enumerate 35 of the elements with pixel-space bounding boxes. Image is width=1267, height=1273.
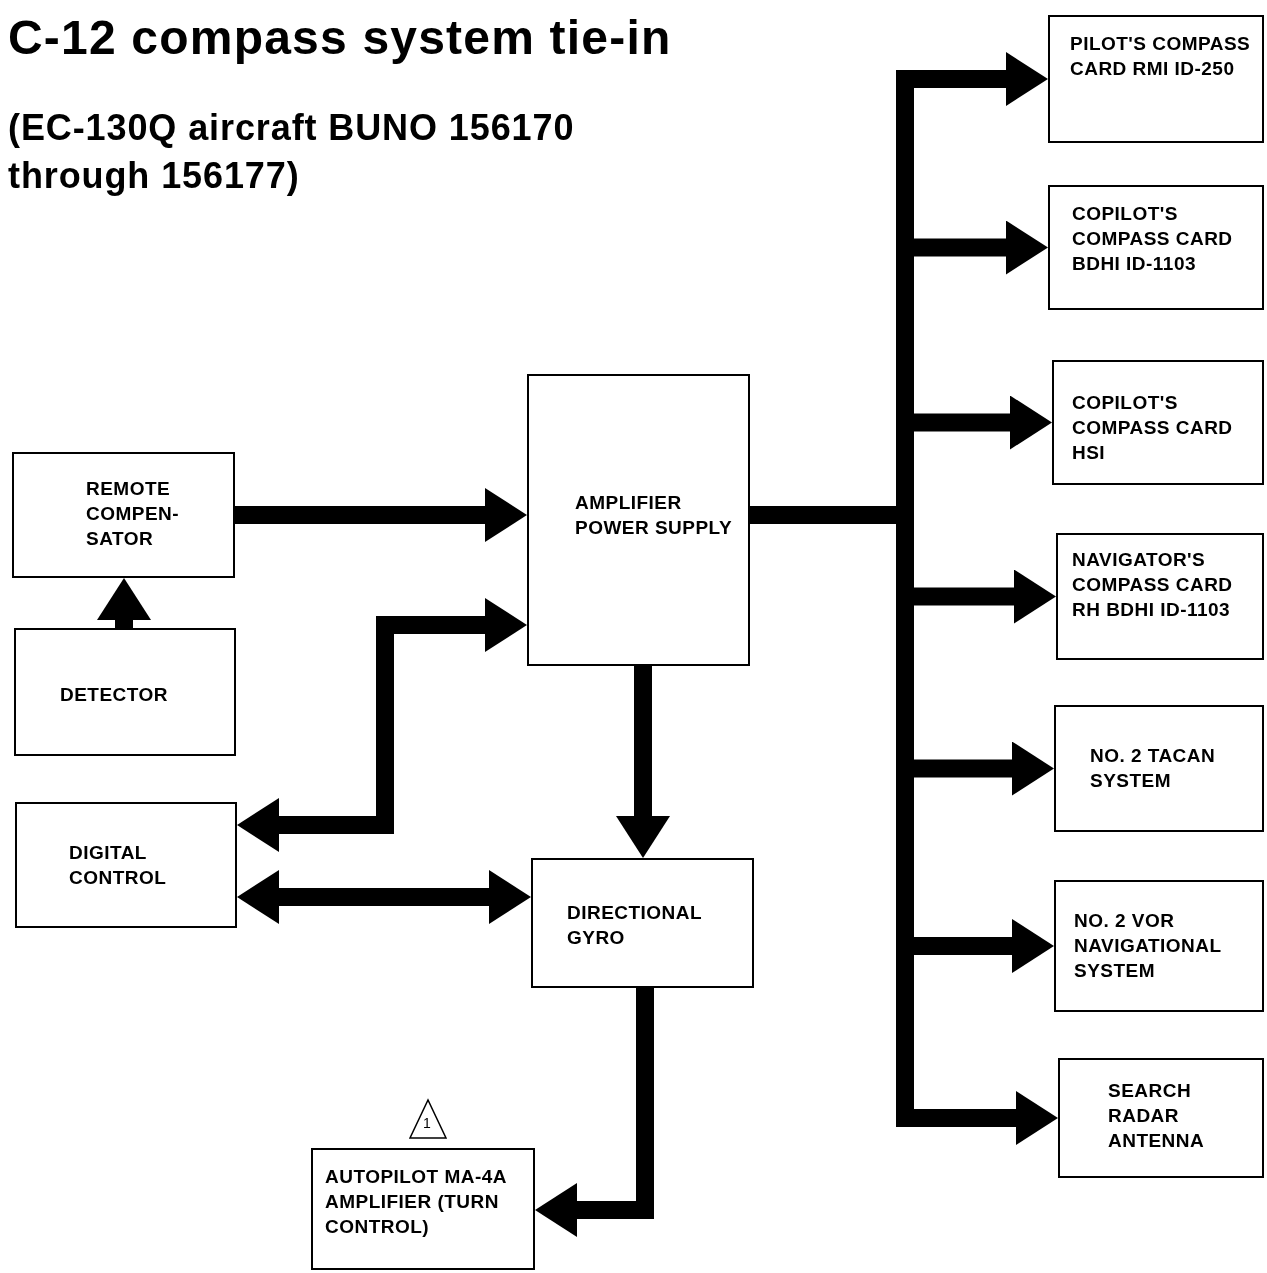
block-label: DIRECTIONAL GYRO [567,901,703,950]
title: C-12 compass system tie-in [8,14,672,62]
arrow [535,988,654,1237]
block-label: DETECTOR [60,683,169,707]
block-label: DIGITAL CONTROL [69,841,168,890]
block-box [1054,705,1264,832]
arrow [616,666,670,858]
block-box [1054,880,1264,1012]
callout-number: 1 [423,1116,431,1130]
arrow [235,488,527,542]
block-label: AUTOPILOT MA-4A AMPLIFIER (TURN CONTROL) [325,1165,508,1239]
block-box [531,858,754,988]
block-box [14,628,236,756]
block-label: NAVIGATOR'S COMPASS CARD RH BDHI ID-1103 [1072,548,1234,622]
block-label: COPILOT'S COMPASS CARD HSI [1072,391,1234,465]
block-box [1048,185,1264,310]
block-box [1056,533,1264,660]
block-box [1048,15,1264,143]
arrow [237,870,531,924]
block-label: AMPLIFIER POWER SUPPLY [575,491,734,540]
block-box [12,452,235,578]
block-box [527,374,750,666]
block-box [1052,360,1264,485]
block-box [15,802,237,928]
block-label: REMOTE COMPEN- SATOR [86,477,181,551]
subtitle: (EC-130Q aircraft BUNO 156170 through 156177) [8,106,576,198]
block-label: COPILOT'S COMPASS CARD BDHI ID-1103 [1072,202,1234,276]
block-box [1058,1058,1264,1178]
block-label: NO. 2 VOR NAVIGATIONAL SYSTEM [1074,909,1223,983]
block-label: SEARCH RADAR ANTENNA [1108,1079,1206,1153]
block-label: PILOT'S COMPASS CARD RMI ID-250 [1070,32,1252,81]
block-label: NO. 2 TACAN SYSTEM [1090,744,1217,793]
arrow [97,578,151,628]
arrow [237,598,527,852]
block-box [311,1148,535,1270]
